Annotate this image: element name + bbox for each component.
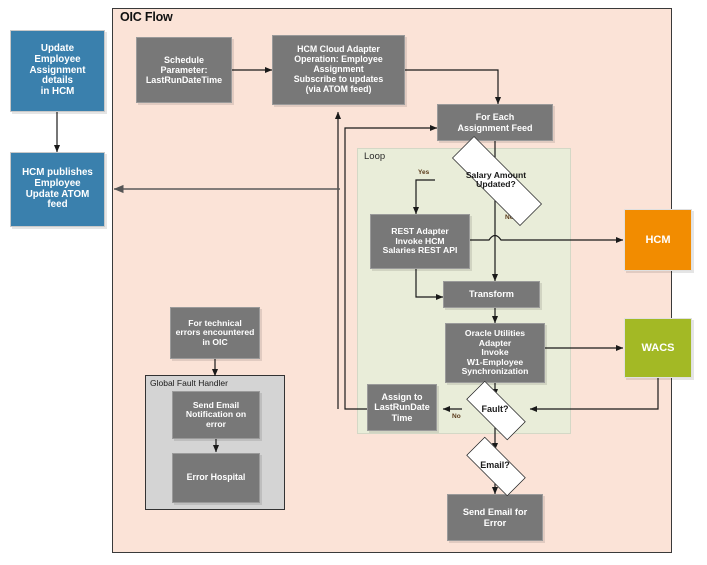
decision-fault-label: Fault? [481, 403, 509, 414]
loop-label: Loop [364, 151, 386, 162]
oic-flow-title: OIC Flow [120, 10, 173, 24]
node-transform[interactable]: Transform [443, 281, 540, 308]
node-hcm-system[interactable]: HCM [624, 209, 692, 271]
node-wacs-system[interactable]: WACS [624, 318, 692, 378]
decision-email[interactable]: Email? [455, 436, 535, 497]
edge-label-salary-no: No [505, 214, 514, 221]
node-hcm-system-label: HCM [645, 233, 671, 246]
decision-fault[interactable]: Fault? [455, 380, 535, 441]
decision-email-label: Email? [480, 459, 510, 470]
global-fault-handler-label: Global Fault Handler [150, 378, 228, 388]
edge-label-salary-yes: Yes [418, 169, 430, 176]
node-error-hospital[interactable]: Error Hospital [172, 453, 260, 503]
edge-label-fault-no: No [452, 413, 461, 420]
node-error-hospital-label: Error Hospital [186, 472, 246, 483]
node-transform-label: Transform [469, 289, 514, 300]
node-wacs-system-label: WACS [641, 341, 675, 354]
